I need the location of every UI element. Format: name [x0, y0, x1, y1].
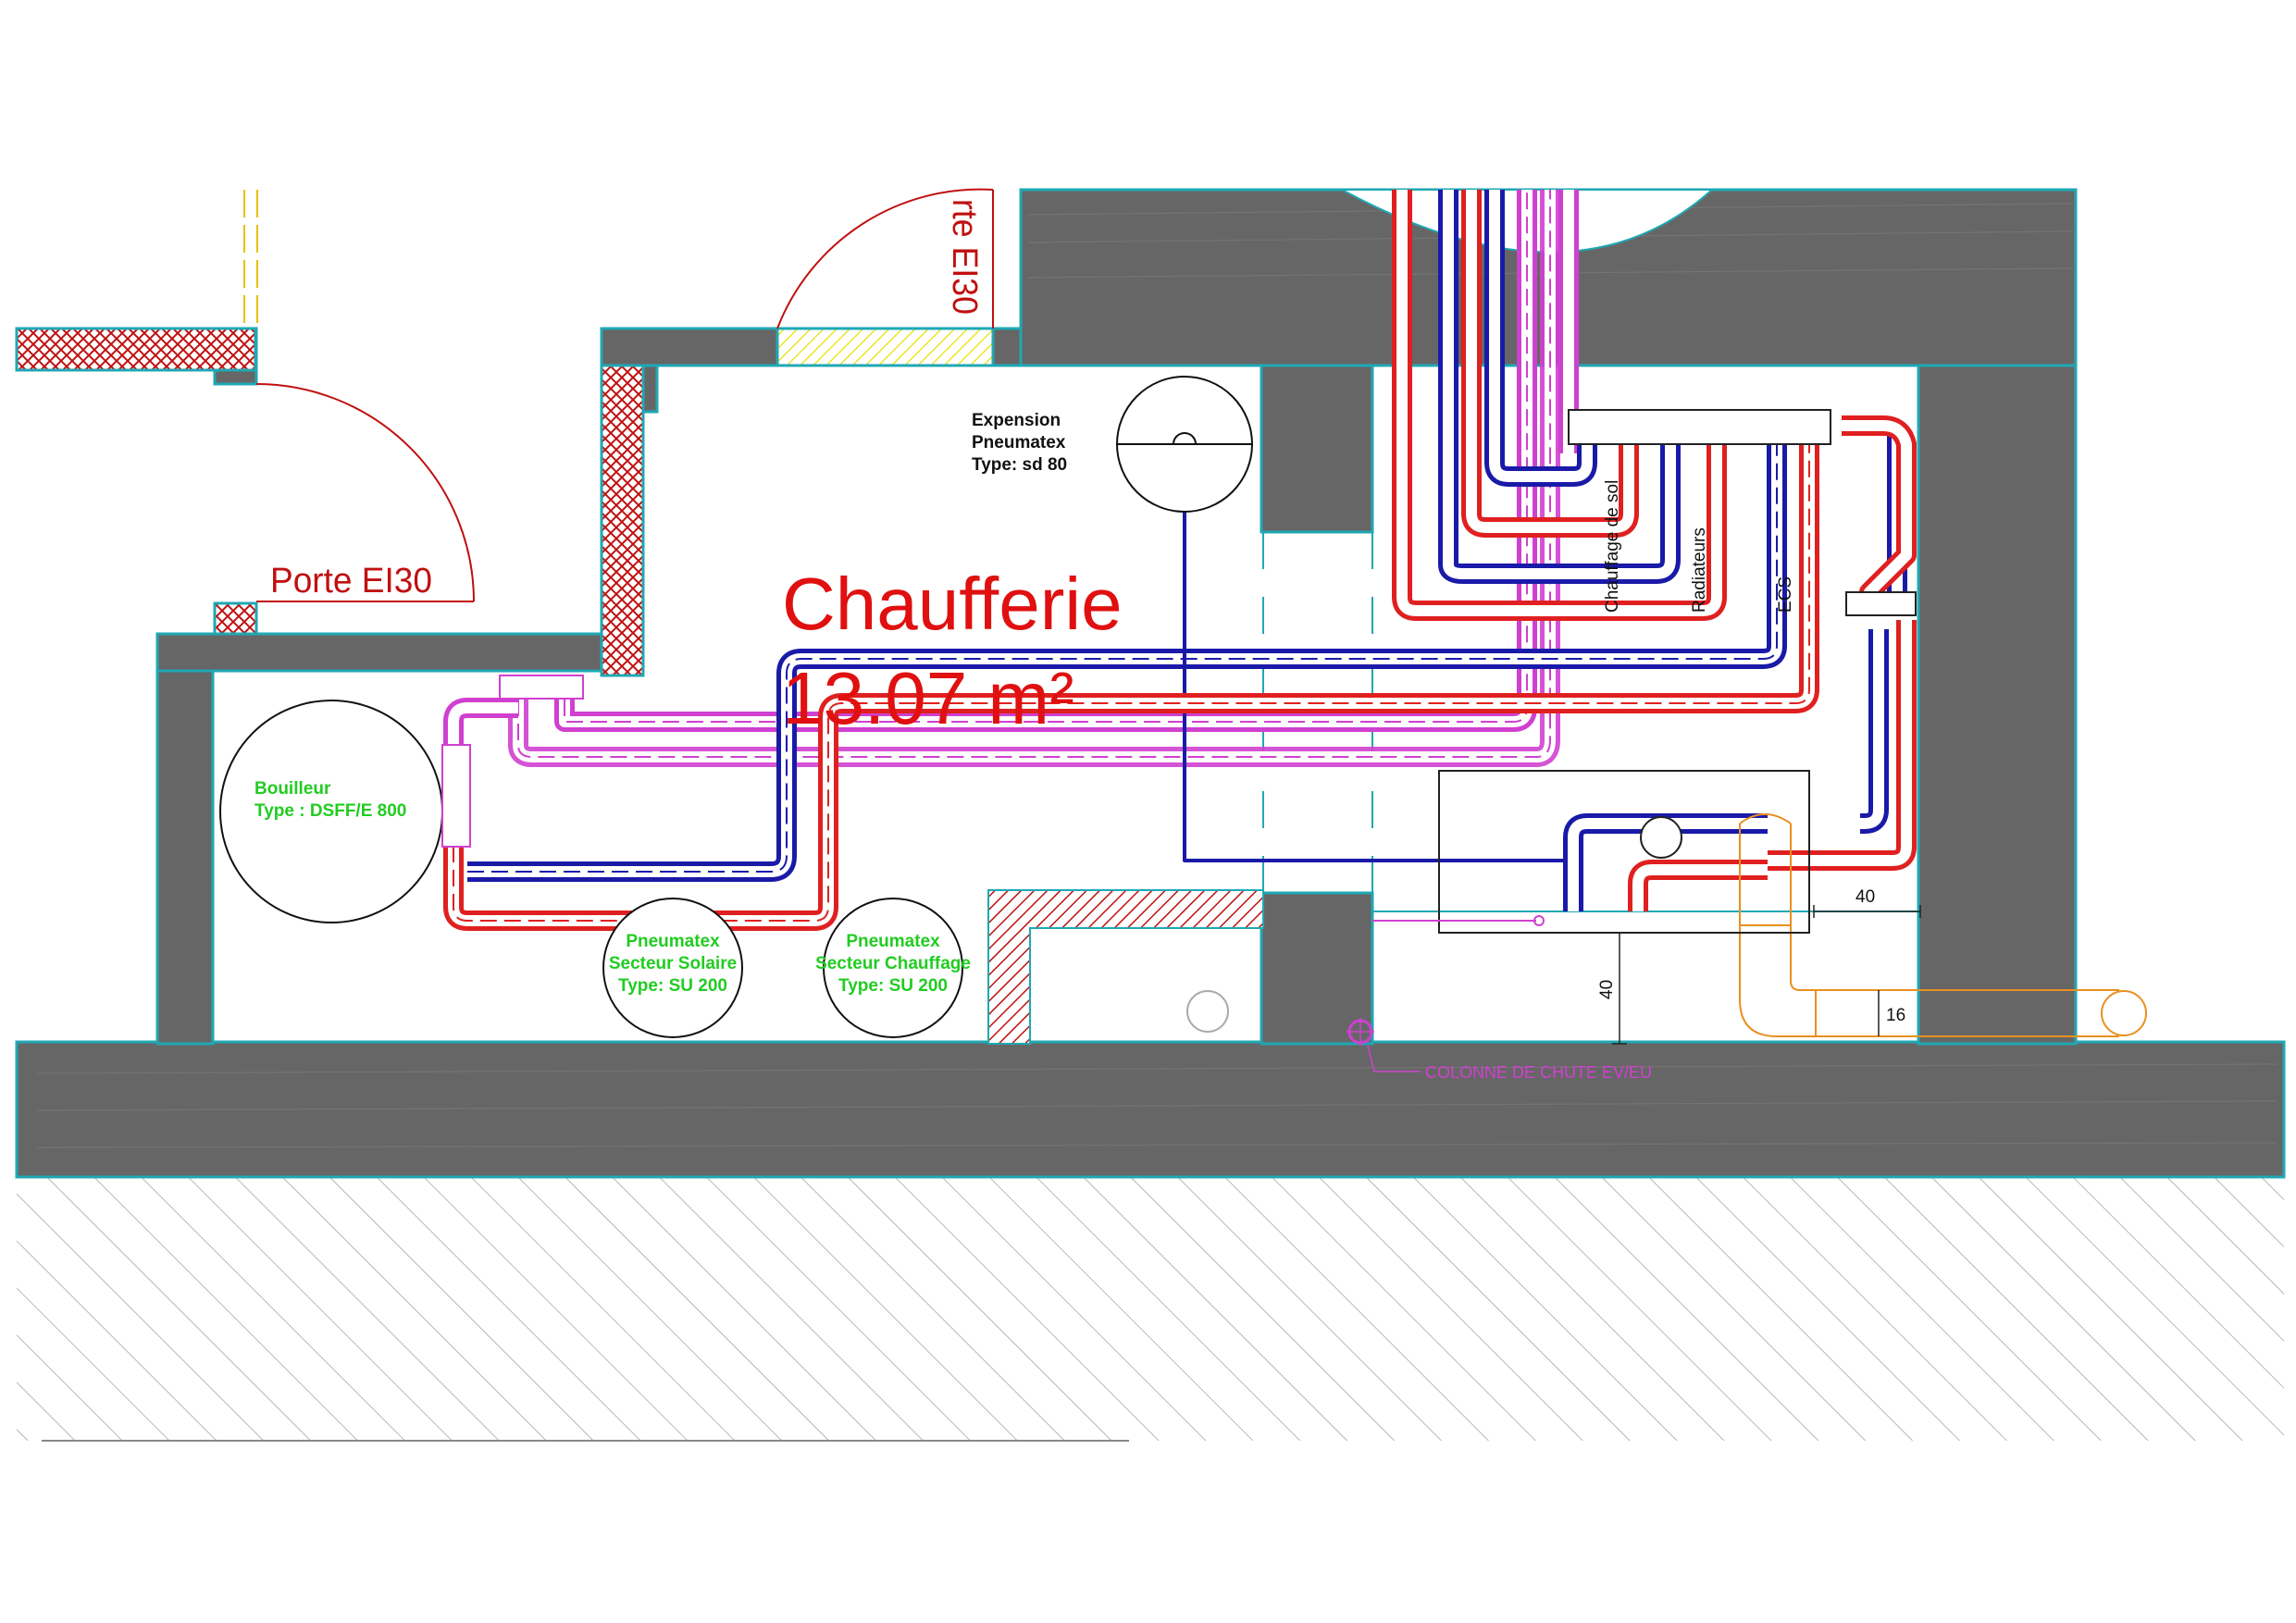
drain-pipe [1347, 915, 1545, 1072]
heating-tank-label-2: Secteur Chauffage [815, 954, 971, 973]
dimension-lines [1612, 905, 1921, 1045]
circuit-dhw: ECS [1776, 576, 1795, 613]
heating-tank-label-3: Type: SU 200 [838, 976, 948, 996]
solar-tank-label-1: Pneumatex [626, 932, 720, 951]
cold-pipes [467, 190, 1907, 911]
circuit-labels: Chauffage de sol Radiateurs ECS [1603, 480, 1795, 613]
expansion-label-3: Type: sd 80 [972, 455, 1067, 475]
door-label-top: rte EI30 [945, 199, 984, 315]
solar-tank-label-2: Secteur Solaire [609, 954, 737, 973]
expansion-label-2: Pneumatex [972, 433, 1066, 452]
door-swings [255, 188, 994, 602]
hatch-block-lower [987, 889, 1264, 1045]
door-swing-top [776, 188, 994, 329]
heating-tank-label: Pneumatex Secteur Chauffage Type: SU 200 [815, 932, 971, 996]
boiler-label-1: Bouilleur [254, 779, 331, 799]
left-wall [155, 632, 215, 1046]
door-label-left: Porte EI30 [270, 562, 432, 601]
top-wall-a [600, 327, 779, 367]
right-wall [1917, 364, 2078, 1046]
heating-tank-symbol [823, 898, 963, 1038]
drain-label: COLONNE DE CHUTE EV/EU [1425, 1063, 1652, 1082]
equipment-box-port [1640, 816, 1682, 859]
boiler-label-2: Type : DSFF/E 800 [254, 801, 406, 821]
gas-pipe [1739, 813, 2147, 1037]
expansion-label: Expension Pneumatex Type: sd 80 [972, 411, 1067, 475]
circuit-radiators: Radiateurs [1690, 527, 1709, 613]
heating-tank-label-1: Pneumatex [846, 932, 940, 951]
circuit-floor-heating: Chauffage de sol [1603, 480, 1622, 613]
yellow-guide-lines [243, 190, 258, 328]
expansion-vessel-symbol [1116, 376, 1253, 513]
solar-manifold [499, 675, 584, 700]
left-top-wall [155, 632, 615, 673]
walls [15, 188, 2286, 1179]
dimension-vertical: 40 [1597, 980, 1617, 999]
equipment-box [1438, 770, 1810, 934]
room-area: 13.07 m² [782, 657, 1074, 739]
door-swing-left [255, 383, 475, 602]
top-wall-b [991, 327, 1023, 367]
hot-pipes [443, 190, 1917, 931]
solar-tank-symbol [602, 898, 743, 1038]
mid-pillar [1260, 364, 1374, 534]
hatch-wall-vertical [600, 364, 645, 677]
boiler-label: Bouilleur Type : DSFF/E 800 [254, 779, 406, 821]
floor-drain [1186, 990, 1229, 1033]
distribution-manifold [1568, 409, 1831, 445]
room-name: Chaufferie [782, 563, 1123, 645]
pipe-connector [1845, 591, 1917, 616]
dimension-gas: 16 [1886, 1006, 1905, 1025]
solar-tank-label: Pneumatex Secteur Solaire Type: SU 200 [609, 932, 737, 996]
dimension-horizontal: 40 [1855, 887, 1875, 907]
solar-tank-label-3: Type: SU 200 [618, 976, 727, 996]
hatch-wall-left-stub [213, 601, 258, 636]
expansion-label-1: Expension [972, 411, 1061, 430]
dimension-labels: 40 40 16 [1597, 887, 1905, 1025]
ground-hatch [17, 1177, 2284, 1441]
door-threshold-top [776, 327, 995, 367]
boiler-connector [441, 744, 471, 848]
hatch-wall-top-left [15, 327, 257, 372]
